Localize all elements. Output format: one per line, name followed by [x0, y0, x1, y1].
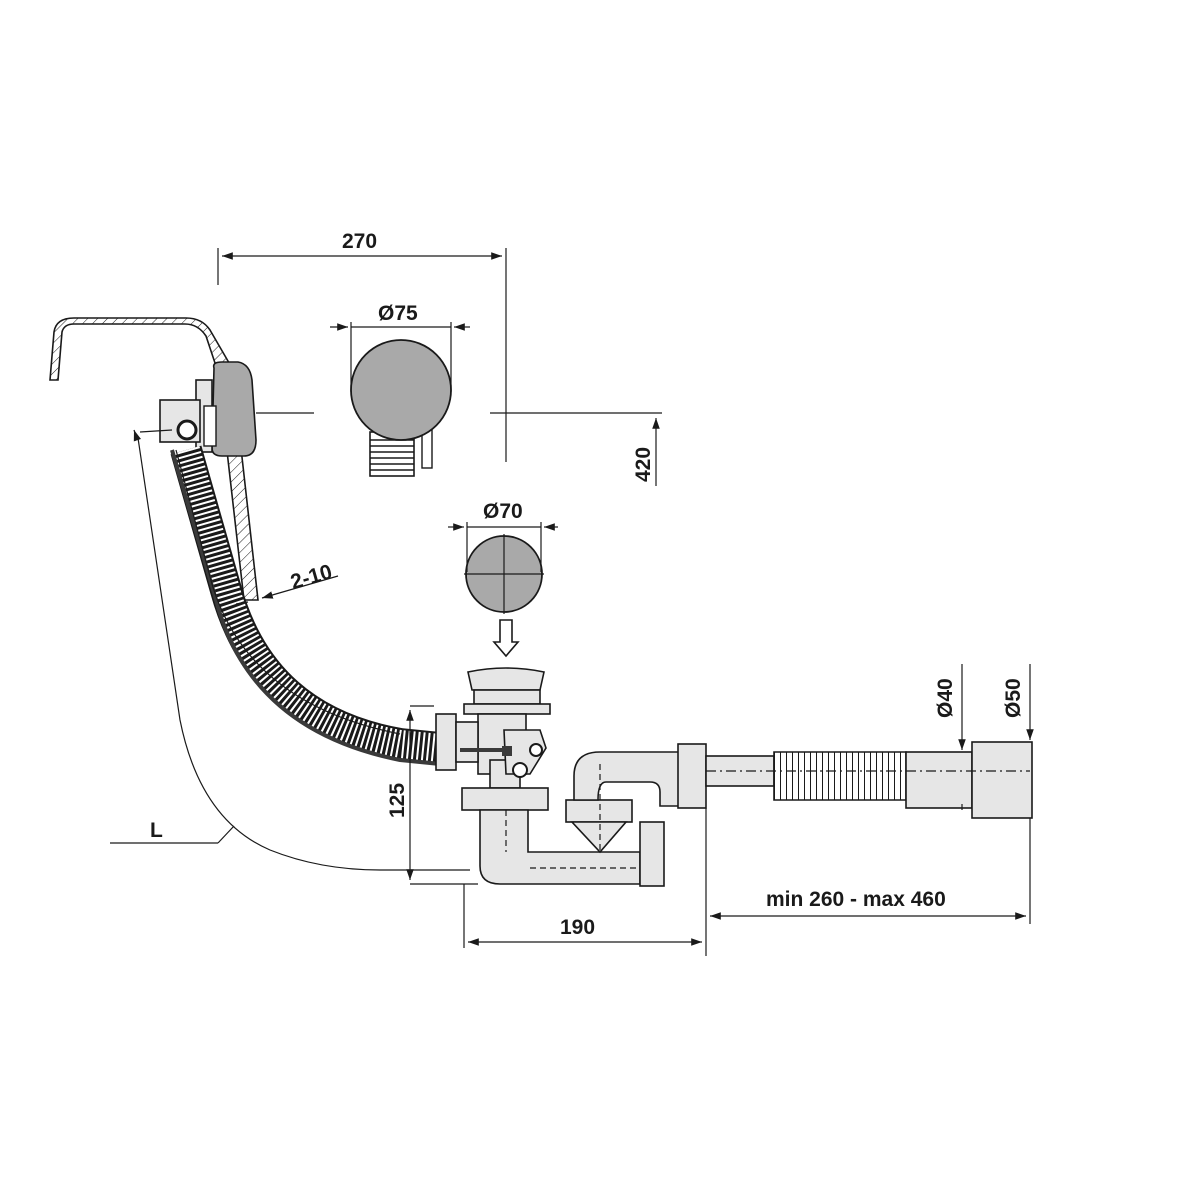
plug-70-label: Ø70	[483, 500, 523, 523]
overflow-cap	[350, 339, 452, 477]
plug-70-dimension	[448, 522, 558, 572]
outlet-flexible-hose	[705, 741, 1033, 819]
extension-range-label: min 260 - max 460	[766, 888, 946, 911]
offset-270-dimension	[217, 248, 507, 462]
height-420-dimension	[490, 412, 662, 486]
outlet-diameter-dimensions	[958, 664, 1034, 924]
drain-body	[435, 667, 551, 789]
cable-length-indicator	[110, 429, 470, 871]
overflow-assembly	[159, 361, 314, 457]
offset-270-label: 270	[342, 230, 377, 253]
cap-75-dimension	[330, 322, 470, 392]
width-190-label: 190	[560, 916, 595, 939]
insert-arrow-icon	[492, 619, 520, 658]
height-125-dimension	[406, 705, 478, 885]
bathtub-wall	[49, 317, 259, 601]
width-190-dimension	[463, 808, 707, 956]
cap-75-label: Ø75	[378, 302, 418, 325]
outlet-40-label: Ø40	[934, 678, 957, 718]
wall-thickness-label: 2-10	[288, 560, 335, 594]
wall-thickness-dimension	[235, 575, 339, 605]
trap-assembly	[461, 743, 707, 887]
overflow-hose	[170, 445, 442, 766]
cable-length-label: L	[150, 819, 163, 842]
outlet-50-label: Ø50	[1002, 678, 1025, 718]
height-125-label: 125	[386, 783, 409, 818]
plug-cap	[464, 534, 544, 614]
height-420-label: 420	[632, 447, 655, 482]
